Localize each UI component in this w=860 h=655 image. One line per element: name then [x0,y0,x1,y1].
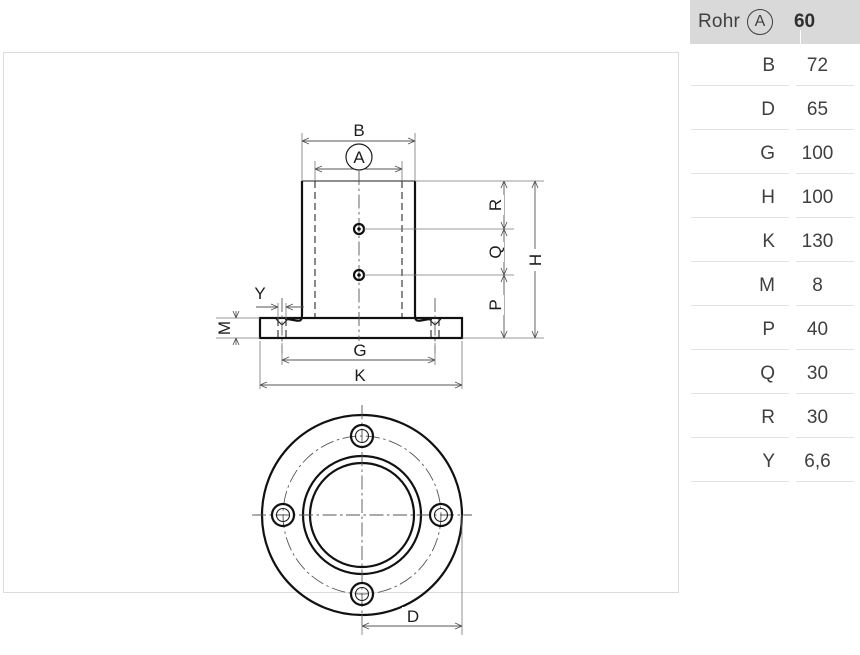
plan-view: D [252,405,472,635]
dimension-label-h: H [526,254,545,266]
header-label: Rohr [698,11,740,32]
table-row: R 30 [679,396,860,440]
table-row: B 72 [679,44,860,88]
row-rule-left [691,393,789,394]
table-row: H 100 [679,176,860,220]
dimension-d: D [361,515,463,635]
dimension-label-d: D [407,607,419,626]
row-rule-left [691,129,789,130]
row-key: Q [760,363,775,384]
flange-outer-circle [260,413,464,617]
row-rule-right [796,129,854,130]
row-rule-left [691,305,789,306]
dimension-b: B [301,121,416,181]
drawing-canvas: B A [215,121,545,635]
header-circle-a-icon: A [746,9,773,35]
dimension-m: M [215,310,260,346]
row-rule-left [691,261,789,262]
dimension-y: Y [254,284,304,319]
dimension-label-a: A [353,148,365,167]
dimension-q: Q [486,228,508,276]
dimension-k: K [259,341,463,389]
row-rule-right [796,217,854,218]
row-rule-left [691,217,789,218]
elevation-view: B A [215,121,545,389]
row-rule-right [796,481,854,482]
table-row: G 100 [679,132,860,176]
dimension-label-p: P [486,299,505,310]
dimension-label-y: Y [254,284,265,303]
row-key: Y [762,451,775,472]
row-key: B [762,55,775,76]
dimension-label-k: K [354,366,366,385]
table-row: Y 6,6 [679,440,860,484]
row-rule-right [796,173,854,174]
technical-drawing-panel: B A [3,52,679,635]
bolt-hole-right [428,502,454,528]
base-plate [258,316,464,340]
table-row: Q 30 [679,352,860,396]
dimension-label-m: M [215,321,234,335]
row-rule-right [796,261,854,262]
bolt-hole-top [349,423,375,449]
row-key: K [762,231,775,252]
row-value: 30 [806,407,829,428]
tube-bore-hidden-lines [314,181,403,319]
row-value: 30 [806,363,829,384]
dimension-label-g: G [353,341,366,360]
table-row: P 40 [679,308,860,352]
row-value: 100 [801,143,834,164]
table-row: K 130 [679,220,860,264]
row-key: M [759,275,775,296]
row-rule-right [796,349,854,350]
row-value: 65 [806,99,829,120]
spec-table-header: Rohr A 60 [690,0,860,44]
row-rule-right [796,437,854,438]
row-value: 40 [806,319,829,340]
row-key: H [761,187,775,208]
dimension-stack-right: R Q P [364,180,545,339]
header-column-divider [800,30,801,44]
row-rule-left [691,85,789,86]
dimension-r: R [486,180,508,230]
row-value: 130 [801,231,834,252]
row-key: R [761,407,775,428]
row-rule-left [691,173,789,174]
row-key: P [762,319,775,340]
table-row: M 8 [679,264,860,308]
row-rule-left [691,349,789,350]
row-value: 8 [812,275,823,296]
row-value: 6,6 [804,451,831,472]
row-rule-right [796,85,854,86]
row-key: D [761,99,775,120]
row-rule-left [691,437,789,438]
dimension-label-r: R [486,199,505,211]
row-value: 100 [801,187,834,208]
screenshot-root: B A [3,0,860,635]
row-rule-right [796,305,854,306]
dimension-a: A [314,143,403,181]
tube-outline [284,180,433,322]
specification-table: Rohr A 60 B 72 D 65 G 100 [679,0,860,602]
dimension-h: H [526,180,545,339]
spec-table-body: B 72 D 65 G 100 H 100 [679,44,860,484]
dimension-p: P [486,274,508,339]
dimension-g: G [281,341,436,365]
row-value: 72 [806,55,829,76]
row-rule-right [796,393,854,394]
row-key: G [760,143,775,164]
dimension-label-b: B [353,121,364,140]
dimension-label-q: Q [486,245,505,258]
header-value: 60 [793,11,816,32]
row-rule-left [691,481,789,482]
bolt-hole-left [270,502,296,528]
table-row: D 65 [679,88,860,132]
